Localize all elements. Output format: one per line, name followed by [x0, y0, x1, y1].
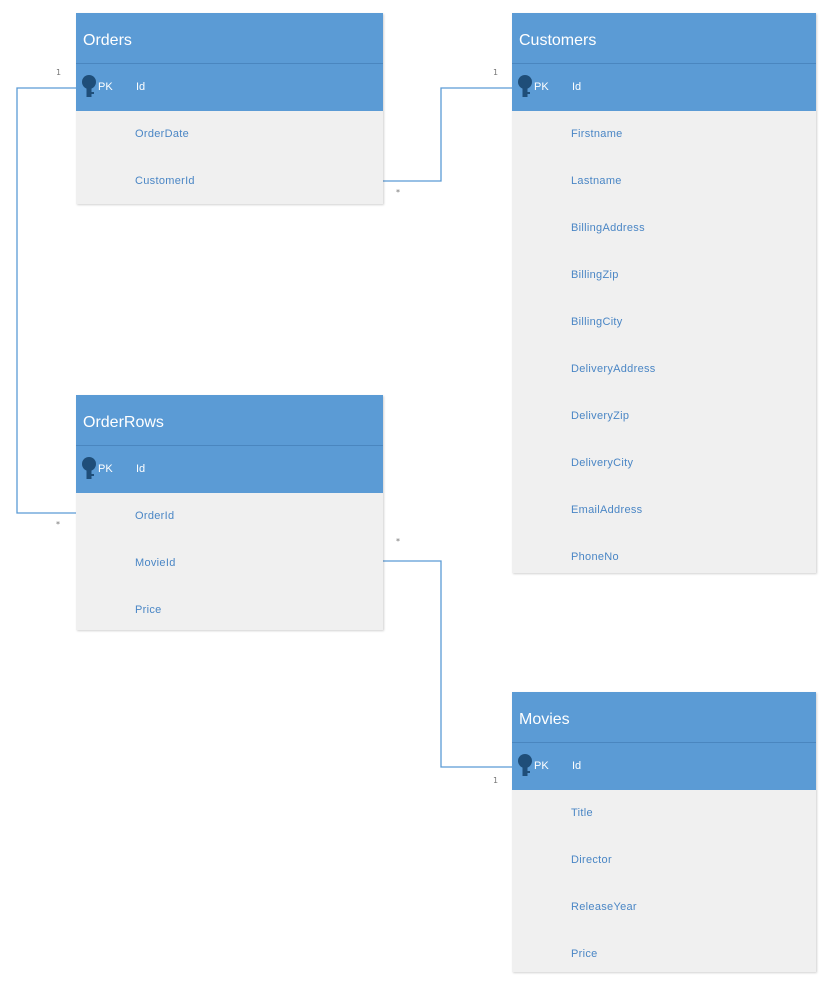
- field-row: CustomerId: [135, 175, 195, 187]
- table-title: Orders: [76, 13, 383, 64]
- pk-row: PK Id: [76, 446, 383, 493]
- field-row: EmailAddress: [571, 504, 643, 516]
- key-icon: [82, 75, 96, 97]
- pk-field-name: Id: [136, 463, 146, 475]
- field-row: Price: [571, 948, 598, 960]
- pk-row: PK Id: [512, 64, 816, 111]
- field-row: OrderId: [135, 510, 175, 522]
- field-row: DeliveryZip: [571, 410, 630, 422]
- field-row: Director: [571, 854, 612, 866]
- field-row: ReleaseYear: [571, 901, 637, 913]
- connector-orderrows-movies: [383, 560, 512, 768]
- cardinality-orderrows-orders-one: 1: [56, 68, 62, 77]
- connector-orderrows-orders: [16, 87, 76, 514]
- table-title: Customers: [512, 13, 816, 64]
- table-title: OrderRows: [76, 395, 383, 446]
- field-row: BillingCity: [571, 316, 623, 328]
- pk-label: PK: [98, 81, 113, 93]
- table-movies: Movies PK Id Title Director ReleaseYear …: [512, 692, 816, 972]
- field-row: DeliveryCity: [571, 457, 634, 469]
- cardinality-orders-customers-many: *: [396, 188, 400, 197]
- field-row: BillingZip: [571, 269, 619, 281]
- table-orderrows: OrderRows PK Id OrderId MovieId Price: [76, 395, 383, 630]
- table-title: Movies: [512, 692, 816, 743]
- field-row: OrderDate: [135, 128, 190, 140]
- field-row: MovieId: [135, 557, 176, 569]
- pk-label: PK: [534, 81, 549, 93]
- field-row: Lastname: [571, 175, 622, 187]
- pk-field-name: Id: [572, 81, 582, 93]
- cardinality-orderrows-orders-many: *: [56, 520, 60, 529]
- pk-field-name: Id: [572, 760, 582, 772]
- pk-row: PK Id: [512, 743, 816, 790]
- table-orders: Orders PK Id OrderDate CustomerId: [76, 13, 383, 204]
- pk-label: PK: [98, 463, 113, 475]
- key-icon: [82, 457, 96, 479]
- field-row: PhoneNo: [571, 551, 619, 563]
- key-icon: [518, 754, 532, 776]
- cardinality-orders-customers-one: 1: [493, 68, 499, 77]
- connector-orders-customers: [383, 87, 512, 182]
- pk-row: PK Id: [76, 64, 383, 111]
- cardinality-orderrows-movies-many: *: [396, 537, 400, 546]
- key-icon: [518, 75, 532, 97]
- field-row: Firstname: [571, 128, 623, 140]
- field-row: BillingAddress: [571, 222, 645, 234]
- table-customers: Customers PK Id Firstname Lastname Billi…: [512, 13, 816, 573]
- field-row: DeliveryAddress: [571, 363, 656, 375]
- field-row: Price: [135, 604, 162, 616]
- pk-label: PK: [534, 760, 549, 772]
- cardinality-orderrows-movies-one: 1: [493, 776, 499, 785]
- pk-field-name: Id: [136, 81, 146, 93]
- field-row: Title: [571, 807, 593, 819]
